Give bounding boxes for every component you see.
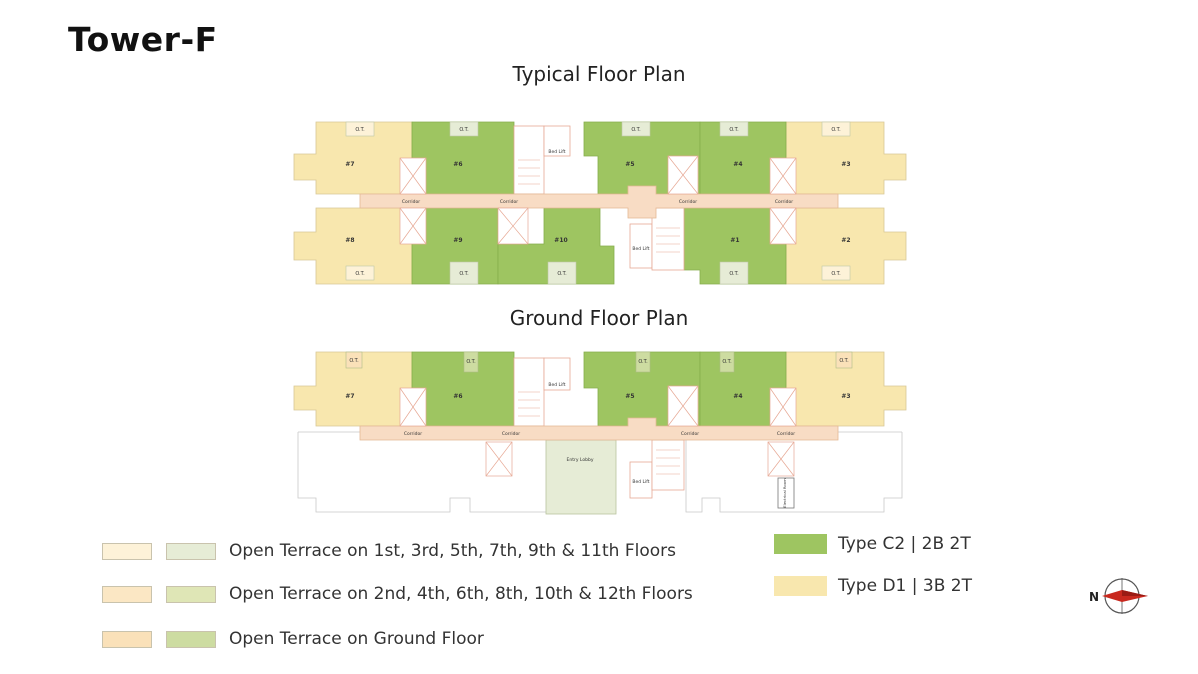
corridor-label: Corridor — [777, 431, 795, 437]
g-unit-label-4: #4 — [733, 393, 742, 400]
unit-label-8: #8 — [345, 237, 354, 244]
swatch-terrace-ground-green — [166, 630, 216, 648]
swatch-terrace-odd-yellow — [102, 542, 152, 560]
swatch-type-c2 — [774, 534, 827, 554]
unit-label-6: #6 — [453, 161, 462, 168]
g-unit-label-6: #6 — [453, 393, 462, 400]
unit-label-9: #9 — [453, 237, 462, 244]
g-unit-label-7: #7 — [345, 393, 354, 400]
swatch-terrace-even-yellow — [102, 585, 152, 603]
terrace-tag: O.T. — [557, 271, 567, 277]
terrace-tag: O.T. — [631, 127, 641, 133]
ground-floor-plan: O.T. O.T. O.T. O.T. O.T. #7 #6 #5 #4 #3 … — [293, 351, 907, 515]
unit-label-3: #3 — [841, 161, 850, 168]
unit-2-shape — [785, 207, 907, 285]
bed-lift-label: Bed Lift — [632, 246, 649, 252]
legend-terrace-odd-label: Open Terrace on 1st, 3rd, 5th, 7th, 9th … — [229, 541, 676, 561]
unit-label-5: #5 — [625, 161, 634, 168]
legend-terrace-even: Open Terrace on 2nd, 4th, 6th, 8th, 10th… — [102, 584, 693, 604]
electrical-room-label: Electrical Room — [782, 478, 787, 508]
compass-north-label: N — [1089, 590, 1099, 604]
bed-lift-label: Bed Lift — [548, 149, 565, 155]
unit-label-1: #1 — [730, 237, 739, 244]
page-title: Tower-F — [68, 20, 218, 59]
typical-floor-plan: O.T. O.T. O.T. O.T. O.T. O.T. O.T. O.T. … — [293, 121, 907, 285]
terrace-tag: O.T. — [729, 127, 739, 133]
terrace-tag: O.T. — [729, 271, 739, 277]
terrace-tag: O.T. — [638, 359, 648, 365]
terrace-tag: O.T. — [355, 271, 365, 277]
terrace-tag: O.T. — [459, 127, 469, 133]
terrace-tag: O.T. — [459, 271, 469, 277]
corridor-label: Corridor — [402, 199, 420, 205]
terrace-tag: O.T. — [831, 271, 841, 277]
g-unit-label-3: #3 — [841, 393, 850, 400]
terrace-tag: O.T. — [355, 127, 365, 133]
corridor-label: Corridor — [404, 431, 422, 437]
legend-type-c2: Type C2 | 2B 2T — [774, 534, 971, 554]
g-unit-6-shape — [411, 351, 515, 427]
corridor-label: Corridor — [502, 431, 520, 437]
terrace-tag: O.T. — [831, 127, 841, 133]
corridor-shape — [359, 185, 839, 219]
terrace-tag: O.T. — [349, 358, 359, 364]
swatch-terrace-ground-yellow — [102, 630, 152, 648]
legend-terrace-ground: Open Terrace on Ground Floor — [102, 629, 484, 649]
corridor-label: Corridor — [775, 199, 793, 205]
ground-floor-plan-heading: Ground Floor Plan — [509, 306, 689, 330]
legend-terrace-ground-label: Open Terrace on Ground Floor — [229, 629, 484, 649]
corridor-label: Corridor — [500, 199, 518, 205]
unit-label-10: #10 — [554, 237, 567, 244]
legend-type-d1-label: Type D1 | 3B 2T — [838, 576, 972, 596]
legend-type-c2-label: Type C2 | 2B 2T — [838, 534, 971, 554]
terrace-tag: O.T. — [722, 359, 732, 365]
legend-terrace-even-label: Open Terrace on 2nd, 4th, 6th, 8th, 10th… — [229, 584, 693, 604]
corridor-label: Corridor — [679, 199, 697, 205]
unit-label-2: #2 — [841, 237, 850, 244]
corridor-label: Corridor — [681, 431, 699, 437]
entry-lobby-label: Entry Lobby — [567, 457, 594, 463]
typical-floor-plan-heading: Typical Floor Plan — [512, 62, 686, 86]
unit-label-7: #7 — [345, 161, 354, 168]
g-corridor-shape — [359, 417, 839, 441]
g-unit-label-5: #5 — [625, 393, 634, 400]
swatch-type-d1 — [774, 576, 827, 596]
terrace-tag: O.T. — [466, 359, 476, 365]
unit-label-4: #4 — [733, 161, 742, 168]
bed-lift-label: Bed Lift — [632, 479, 649, 485]
legend-type-d1: Type D1 | 3B 2T — [774, 576, 972, 596]
terrace-tag: O.T. — [839, 358, 849, 364]
north-compass-icon: N — [1089, 578, 1148, 614]
legend-terrace-odd: Open Terrace on 1st, 3rd, 5th, 7th, 9th … — [102, 541, 676, 561]
swatch-terrace-odd-green — [166, 542, 216, 560]
bed-lift-label: Bed Lift — [548, 382, 565, 388]
unit-10-shape — [497, 207, 615, 285]
entry-lobby-shape — [545, 439, 617, 515]
swatch-terrace-even-green — [166, 585, 216, 603]
